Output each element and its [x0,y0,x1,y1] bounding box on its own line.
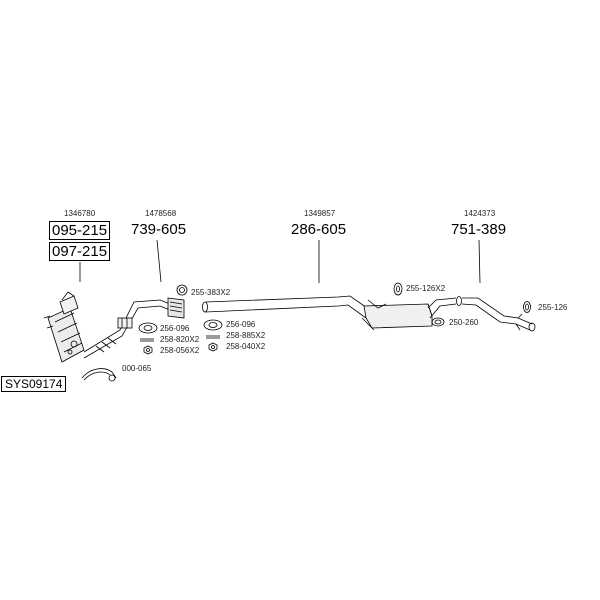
part-258-056X2[interactable]: 258-056X2 [160,346,200,355]
part-739-605[interactable]: 739-605 [131,221,187,238]
gasket-256-096-b [203,319,223,331]
ref-1349857: 1349857 [304,209,336,218]
middle-silencer [361,299,433,331]
bolt-258-820X2 [140,338,154,342]
clamp-250-260 [431,317,445,327]
dpf-catalyst [43,291,85,363]
part-256-096-a[interactable]: 256-096 [160,324,190,333]
bracket-000-065 [81,368,117,382]
leader-751-389 [478,239,481,284]
ref-1424373: 1424373 [464,209,496,218]
hanger-255-126X2 [393,282,403,296]
nut-258-040X2 [208,342,218,352]
leader-739-605 [156,239,162,283]
part-751-389[interactable]: 751-389 [451,221,507,238]
bolt-258-885X2 [206,335,220,339]
gasket-256-096-a [138,322,158,334]
part-258-885X2[interactable]: 258-885X2 [226,331,266,340]
part-255-383X2[interactable]: 255-383X2 [191,288,231,297]
system-code: SYS09174 [1,376,67,392]
clamp-255-383X2 [176,284,188,296]
rear-pipe [427,296,536,332]
part-255-126X2[interactable]: 255-126X2 [406,284,446,293]
part-000-065[interactable]: 000-065 [122,364,152,373]
part-097-215[interactable]: 097-215 [49,242,111,261]
part-286-605[interactable]: 286-605 [291,221,347,238]
nut-258-056X2 [143,345,153,355]
part-258-040X2[interactable]: 258-040X2 [226,342,266,351]
hanger-255-126 [523,301,531,313]
front-pipe [83,297,185,359]
ref-1478568: 1478568 [145,209,177,218]
part-256-096-b[interactable]: 256-096 [226,320,256,329]
part-095-215[interactable]: 095-215 [49,221,111,240]
centre-pipe [202,295,371,319]
ref-1346780: 1346780 [64,209,96,218]
part-258-820X2[interactable]: 258-820X2 [160,335,200,344]
part-250-260[interactable]: 250-260 [449,318,479,327]
part-255-126[interactable]: 255-126 [538,303,568,312]
